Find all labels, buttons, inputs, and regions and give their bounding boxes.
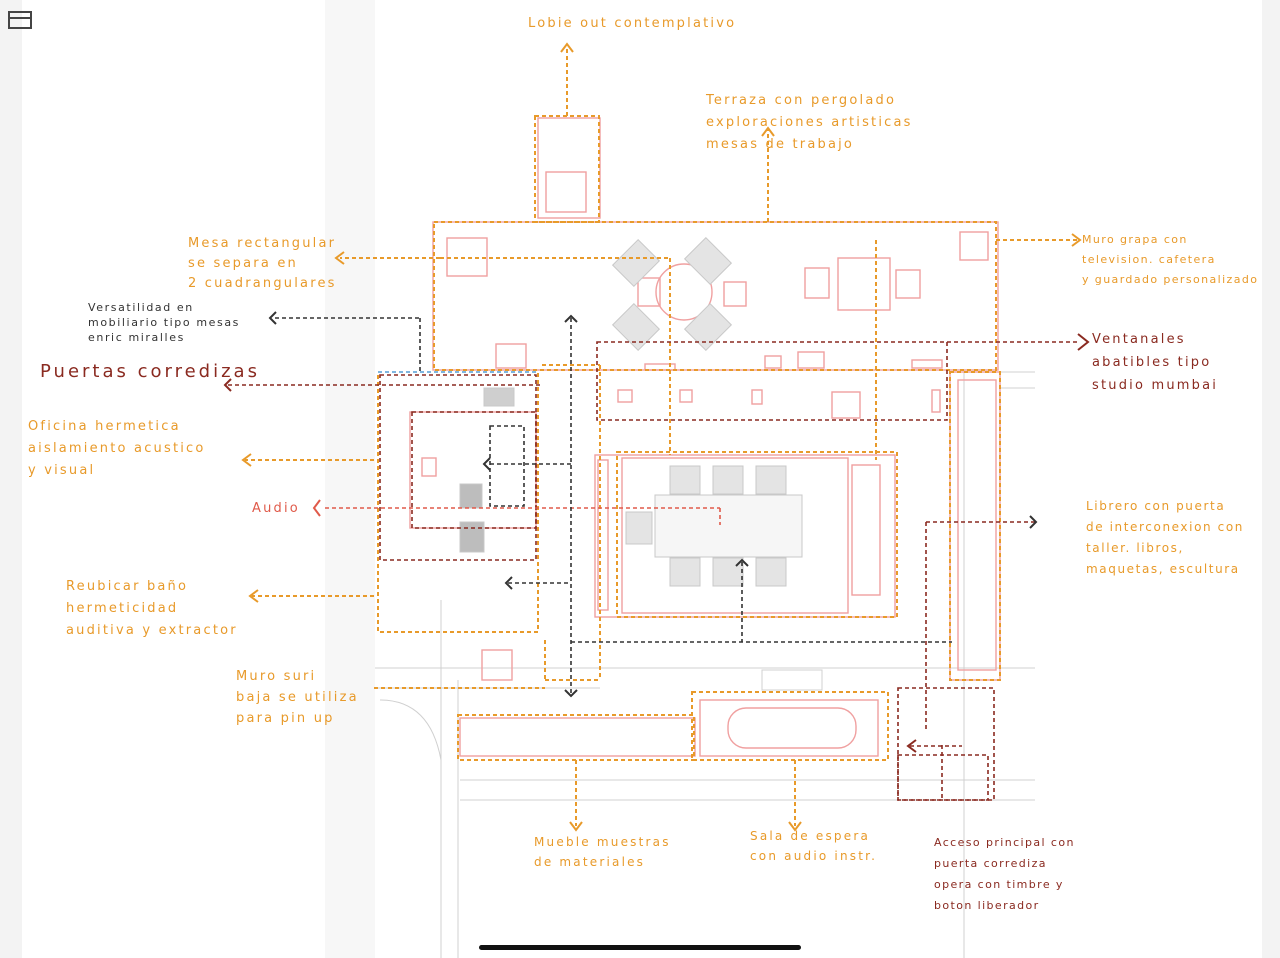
annotation-reubicar: Reubicar baño hermeticidad auditiva y ex… bbox=[66, 579, 238, 638]
page-margin-right bbox=[1262, 0, 1280, 958]
annotation-sala: Sala de espera con audio instr. bbox=[750, 829, 878, 863]
circulation-lines bbox=[275, 317, 952, 695]
home-indicator[interactable] bbox=[479, 945, 801, 950]
zones-dark-red bbox=[225, 341, 1078, 801]
annotation-ventanales: Ventanales abatibles tipo studio mumbai bbox=[1092, 332, 1219, 393]
plan-walls bbox=[409, 117, 1001, 757]
annotation-oficina: Oficina hermetica aislamiento acustico y… bbox=[28, 419, 206, 478]
furniture bbox=[459, 236, 803, 587]
arrow-icon bbox=[223, 42, 1090, 832]
annotation-audio: Audio bbox=[252, 501, 300, 516]
annotation-librero: Librero con puerta de interconexion con … bbox=[1086, 499, 1244, 576]
page-margin-band bbox=[325, 0, 375, 958]
audio-lines bbox=[325, 507, 721, 525]
annotation-mesa: Mesa rectangular se separa en 2 cuadrang… bbox=[188, 236, 337, 291]
annotation-lobby: Lobie out contemplativo bbox=[528, 16, 737, 31]
annotation-acceso: Acceso principal con puerta corrediza op… bbox=[934, 836, 1075, 912]
annotation-versatilidad: Versatilidad en mobiliario tipo mesas en… bbox=[88, 301, 241, 344]
annotation-muro-grapa: Muro grapa con television. cafetera y gu… bbox=[1082, 233, 1259, 286]
window-icon[interactable] bbox=[8, 11, 32, 29]
annotation-mueble: Mueble muestras de materiales bbox=[534, 835, 671, 869]
zones-orange bbox=[245, 48, 1078, 826]
annotation-puertas: Puertas corredizas bbox=[40, 361, 260, 382]
annotation-muro-suri: Muro suri baja se utiliza para pin up bbox=[236, 669, 359, 726]
page-margin-left bbox=[0, 0, 22, 958]
annotation-terraza: Terraza con pergolado exploraciones arti… bbox=[706, 93, 913, 152]
